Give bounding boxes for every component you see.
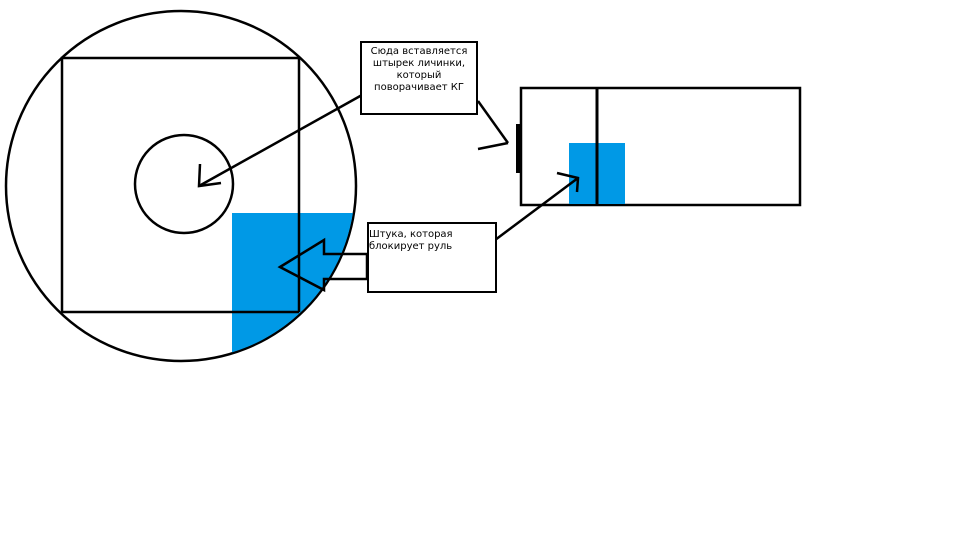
square-housing xyxy=(60,56,301,314)
arrow-to-inner-hole xyxy=(197,93,363,188)
left-assembly xyxy=(4,9,358,363)
callout-key-pin-slot-text: Сюда вставляется штырек личинки, который… xyxy=(370,46,468,93)
arrow-to-end-plate xyxy=(476,100,510,151)
side-housing xyxy=(519,86,802,207)
inner-hole-circle xyxy=(133,133,235,235)
blocker-shape-left xyxy=(232,213,355,360)
right-assembly xyxy=(516,86,802,207)
callout-steering-lock-part: Штука, которая блокирует руль xyxy=(367,222,497,293)
outer-circle xyxy=(4,9,358,363)
callout-key-pin-slot: Сюда вставляется штырек личинки, который… xyxy=(360,41,478,115)
callout-steering-lock-part-text: Штука, которая блокирует руль xyxy=(369,229,453,252)
